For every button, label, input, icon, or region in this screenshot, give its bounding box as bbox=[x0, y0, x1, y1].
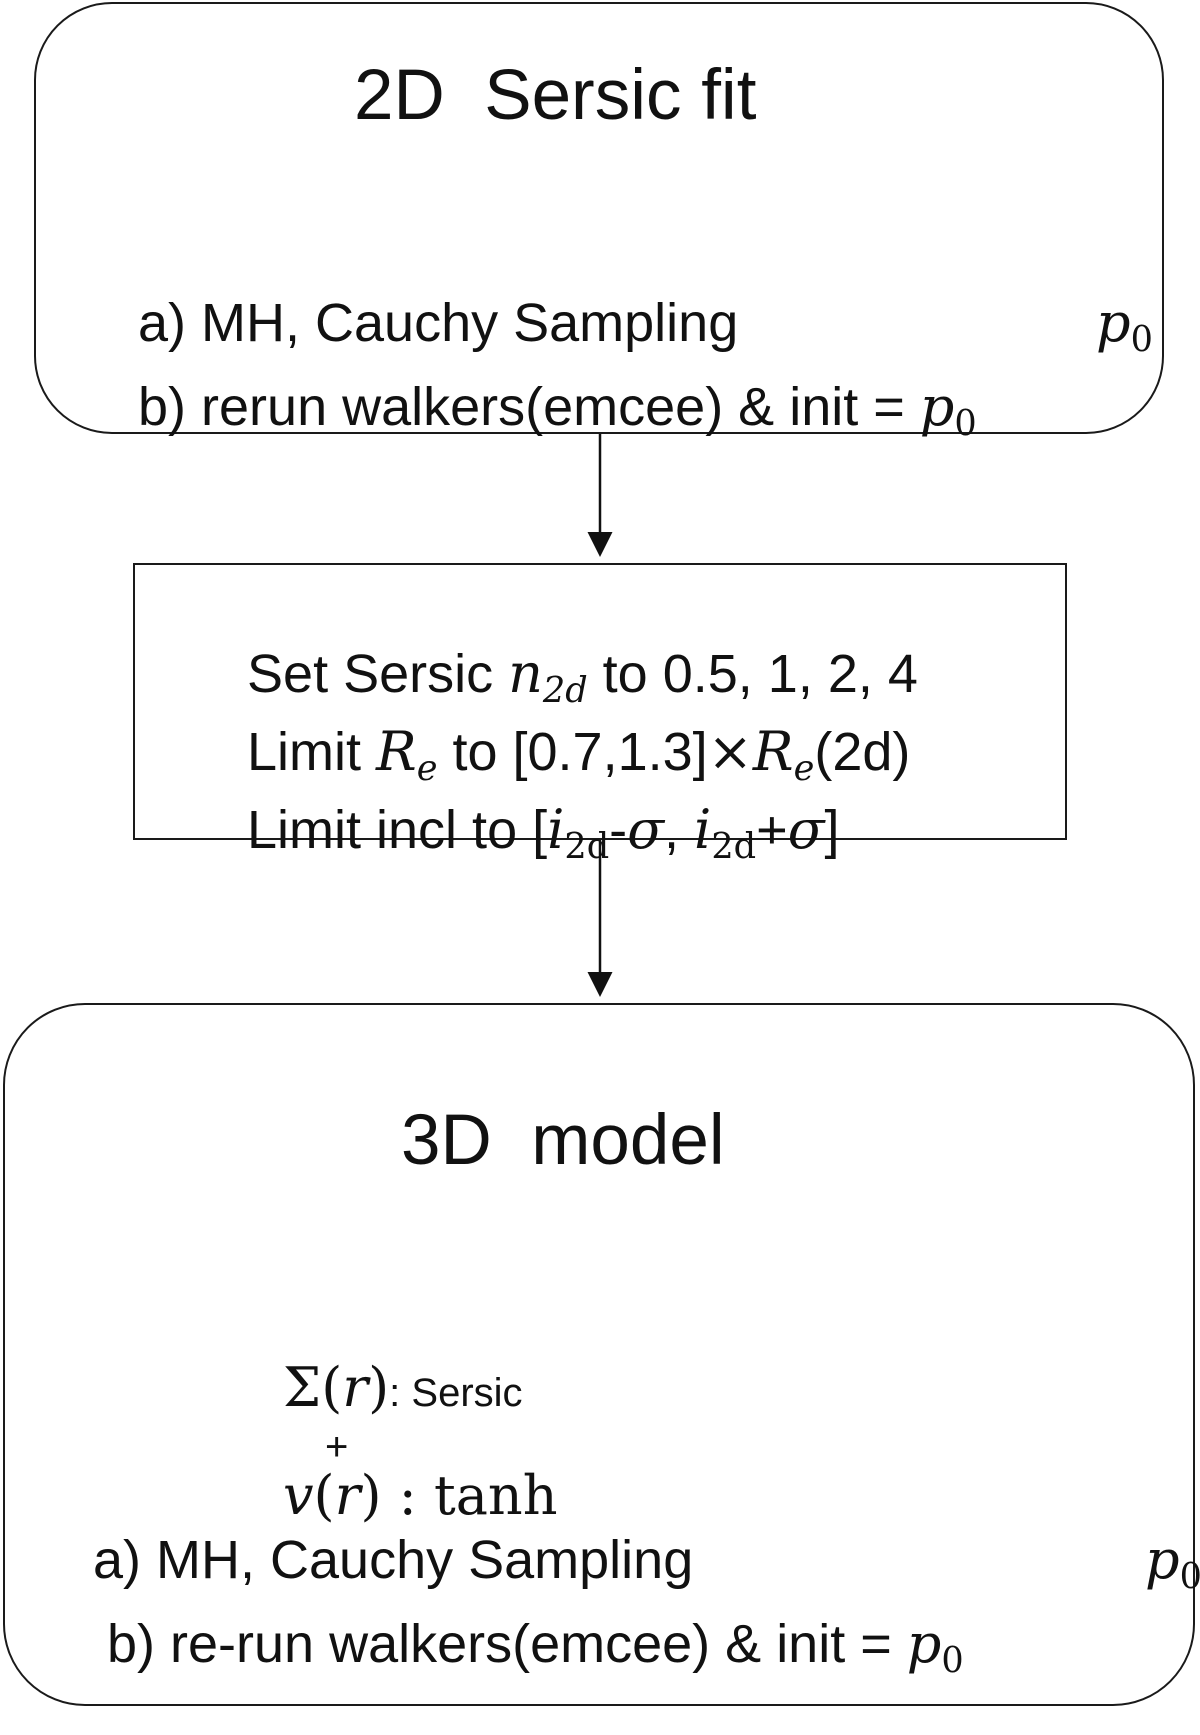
plus-symbol: + bbox=[756, 800, 788, 860]
sigma-var: σ bbox=[627, 798, 665, 861]
sigma-var: σ bbox=[787, 798, 825, 861]
paren-close: ) bbox=[360, 1464, 382, 1527]
constraint-text: Limit bbox=[247, 722, 377, 782]
sigma-symbol: Σ( bbox=[283, 1356, 343, 1419]
p0-sub: 0 bbox=[1130, 318, 1153, 360]
n-sub: 2d bbox=[542, 669, 588, 711]
step-b-3d-text: b) re-run walkers(emcee) & init = bbox=[107, 1614, 907, 1674]
minus-symbol: - bbox=[609, 800, 628, 860]
box-title-3d: 3D model bbox=[401, 1101, 725, 1180]
re-var: R bbox=[752, 720, 794, 783]
paren-close: ) bbox=[368, 1356, 390, 1419]
r-var: r bbox=[342, 1356, 369, 1419]
sersic-label: : Sersic bbox=[389, 1371, 523, 1415]
constraint-incl: Limit incl to [i2d-σ, i2d+σ] bbox=[187, 749, 840, 918]
n-var: n bbox=[508, 642, 543, 705]
box-2d-sersic-fit: 2D Sersic fit a) MH, Cauchy Sampling p0 … bbox=[34, 2, 1164, 441]
box-3d-model: 3D model Σ(r): Sersic + v(r) : tanh a) M… bbox=[3, 1003, 1200, 1706]
step-a-2d-result: p0 bbox=[1036, 242, 1153, 411]
i-var: i bbox=[694, 798, 712, 861]
i-var: i bbox=[547, 798, 565, 861]
v-var: v bbox=[283, 1464, 314, 1527]
paren-open: ( bbox=[313, 1464, 335, 1527]
step-b-2d-text: b) rerun walkers(emcee) & init = bbox=[138, 377, 920, 437]
constraint-text: Set Sersic bbox=[247, 644, 509, 704]
step-b-3d: b) re-run walkers(emcee) & init = p0 bbox=[47, 1563, 964, 1732]
step-a-3d-text: a) MH, Cauchy Sampling bbox=[93, 1530, 694, 1590]
times-symbol: × bbox=[707, 720, 753, 783]
step-a-2d: a) MH, Cauchy Sampling bbox=[78, 242, 738, 404]
constraint-suffix: (2d) bbox=[814, 722, 911, 782]
constraint-values: to 0.5, 1, 2, 4 bbox=[587, 644, 918, 704]
model-formula: Σ(r): Sersic + v(r) : tanh bbox=[223, 1307, 558, 1577]
step-b-2d: b) rerun walkers(emcee) & init = p0 bbox=[78, 326, 977, 495]
step-a-2d-text: a) MH, Cauchy Sampling bbox=[138, 293, 739, 353]
p0-sub: 0 bbox=[1179, 1555, 1200, 1597]
p0-var: p bbox=[919, 375, 955, 438]
box-title-2d: 2D Sersic fit bbox=[354, 56, 757, 135]
bracket-close: ] bbox=[824, 800, 840, 860]
re-sub: e bbox=[793, 747, 815, 789]
p0-sub: 0 bbox=[941, 1639, 964, 1681]
p0-var: p bbox=[906, 1612, 942, 1675]
r-var: r bbox=[334, 1464, 361, 1527]
constraint-re: Limit Re to [0.7,1.3]×Re(2d) bbox=[187, 671, 910, 840]
constraint-range: to [0.7,1.3] bbox=[437, 722, 708, 782]
comma: , bbox=[664, 800, 695, 860]
step-a-3d-result: p0 bbox=[1085, 1479, 1200, 1648]
step-a-3d: a) MH, Cauchy Sampling bbox=[33, 1479, 693, 1641]
constraint-text: Limit incl to [ bbox=[247, 800, 548, 860]
tanh-label: : tanh bbox=[381, 1464, 558, 1527]
p0-sub: 0 bbox=[954, 402, 977, 444]
i-sub: 2d bbox=[564, 825, 610, 867]
plus-symbol: + bbox=[325, 1425, 349, 1469]
re-sub: e bbox=[416, 747, 438, 789]
constraint-sersic-n: Set Sersic n2d to 0.5, 1, 2, 4 bbox=[187, 593, 918, 762]
p0-var: p bbox=[1145, 1528, 1180, 1591]
p0-var: p bbox=[1096, 291, 1131, 354]
box-constraints: Set Sersic n2d to 0.5, 1, 2, 4 Limit Re … bbox=[133, 563, 1067, 864]
re-var: R bbox=[376, 720, 417, 783]
i-sub: 2d bbox=[711, 825, 757, 867]
